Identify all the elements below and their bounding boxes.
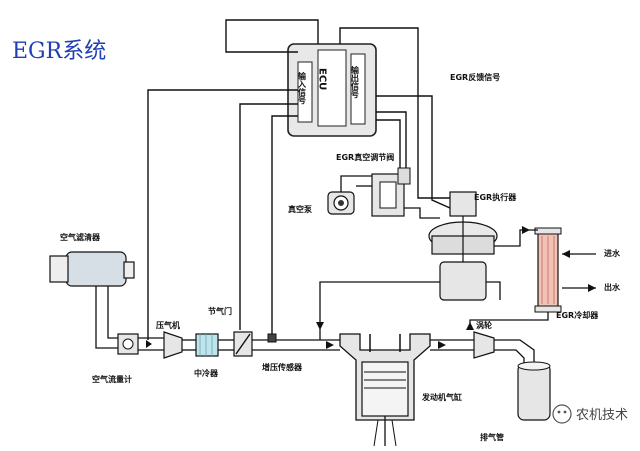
watermark-text: 农机技术 <box>576 408 628 423</box>
diagram-title: EGR系统 <box>12 39 106 64</box>
vacuum-pump <box>327 175 372 215</box>
ecu-input-label: 输入信号 <box>297 71 307 105</box>
compressor-label: 压气机 <box>156 320 180 330</box>
vacuum-pump-label: 真空泵 <box>288 204 312 214</box>
ecu-center-label: ECU <box>317 68 328 90</box>
intercooler <box>195 333 219 357</box>
egr-cooler <box>534 227 562 313</box>
egr-gas-path <box>316 226 549 340</box>
outlet-water-label: 出水 <box>604 282 621 292</box>
ecu-output-label: 输出信号 <box>350 65 360 99</box>
exhaust-pipe-path <box>430 331 535 364</box>
intake-pipe <box>138 337 340 351</box>
egr-cooler-label: EGR冷却器 <box>556 310 599 320</box>
engine-cylinder <box>339 333 431 447</box>
boost-sensor <box>267 333 277 343</box>
egr-actuator-label: EGR执行器 <box>474 192 517 202</box>
engine-cylinder-label: 发动机气缸 <box>421 392 462 402</box>
throttle-label: 节气门 <box>208 306 232 316</box>
air-filter-label: 空气滤清器 <box>60 232 101 242</box>
exhaust-pipe-label: 排气管 <box>480 432 504 442</box>
exhaust-muffler <box>517 361 551 421</box>
egr-actuator <box>428 191 498 301</box>
compressor <box>163 331 183 359</box>
egr-vacuum-valve <box>371 167 411 217</box>
airflow-meter-label: 空气流量计 <box>92 374 132 384</box>
airflow-meter <box>117 333 139 355</box>
air-filter <box>49 251 135 287</box>
ecu-unit: ECU 输入信号 输出信号 <box>287 43 377 137</box>
egr-feedback-label: EGR反馈信号 <box>450 72 500 82</box>
intercooler-label: 中冷器 <box>194 368 219 378</box>
wechat-icon <box>552 404 572 424</box>
throttle-valve <box>233 331 253 357</box>
watermark: 农机技术 <box>552 404 628 424</box>
boost-sensor-label: 增压传感器 <box>262 362 303 372</box>
signal-wires <box>147 19 452 340</box>
egr-vacuum-valve-label: EGR真空调节阀 <box>336 152 394 162</box>
inlet-water-label: 进水 <box>604 248 621 258</box>
turbine-label: 涡轮 <box>476 320 492 330</box>
